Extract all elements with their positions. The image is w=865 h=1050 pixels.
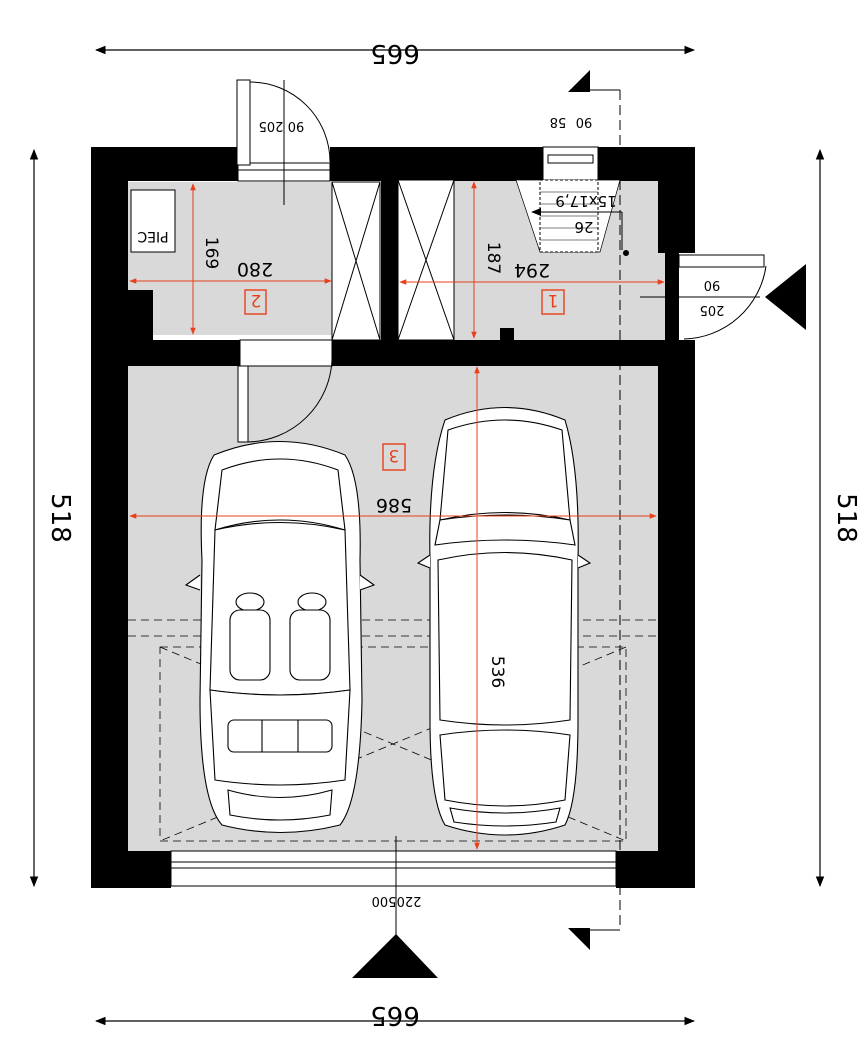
room-1-number-box — [541, 289, 565, 315]
dimension-right-label: 518 — [831, 493, 861, 543]
top-window: 90 58 — [542, 114, 599, 182]
room-3: 586 536 3 — [128, 366, 658, 850]
room-3-number-box — [382, 443, 406, 471]
top-entry-door: 90 205 — [236, 79, 331, 205]
window-height: 58 — [550, 114, 567, 129]
room-2-depth: 169 — [201, 237, 221, 269]
room-1-depth: 187 — [483, 242, 503, 274]
car-left — [184, 440, 376, 833]
section-line — [568, 70, 621, 950]
stairs-steps: 15x17,9 — [555, 192, 616, 210]
furnace — [130, 189, 176, 253]
garage-door-width: 500 — [372, 893, 397, 908]
walls — [91, 147, 695, 888]
right-door: 90 205 — [640, 254, 806, 340]
room-1: 15x17,9 26 294 187 1 — [397, 179, 665, 341]
garage-door: 500 220 — [170, 836, 617, 978]
room-3-width: 586 — [376, 494, 412, 516]
stairs-run: 26 — [574, 218, 593, 236]
inner-door — [237, 339, 333, 443]
dimension-left: 518 — [29, 148, 75, 888]
right-door-height: 205 — [700, 302, 725, 317]
dimension-bottom: 665 — [94, 1000, 696, 1030]
door-entry-height: 205 — [259, 118, 284, 133]
door-entry-width: 90 — [288, 118, 305, 133]
room-2-width: 280 — [237, 258, 273, 280]
dimension-bottom-label: 665 — [370, 1000, 420, 1030]
room-2: PIEC 280 169 2 — [129, 181, 381, 341]
dimension-right: 518 — [815, 148, 861, 888]
dimension-top-label: 665 — [370, 38, 420, 68]
right-door-width: 90 — [704, 277, 721, 292]
room-2-number-box — [244, 289, 267, 315]
room-3-number: 3 — [389, 445, 400, 465]
room-1-width: 294 — [514, 259, 550, 281]
entrance-arrow-right — [765, 264, 806, 330]
dimension-left-label: 518 — [45, 493, 75, 543]
stairs: 15x17,9 26 — [515, 179, 629, 256]
garage-door-height: 220 — [397, 893, 422, 908]
room-2-number: 2 — [251, 290, 262, 310]
window-width: 90 — [576, 114, 593, 129]
room-3-depth: 536 — [487, 656, 507, 688]
dimension-top: 665 — [94, 38, 696, 68]
car-right — [416, 406, 592, 836]
entrance-arrow-bottom — [352, 934, 438, 978]
room-1-number: 1 — [548, 290, 559, 310]
furnace-label: PIEC — [137, 228, 168, 244]
